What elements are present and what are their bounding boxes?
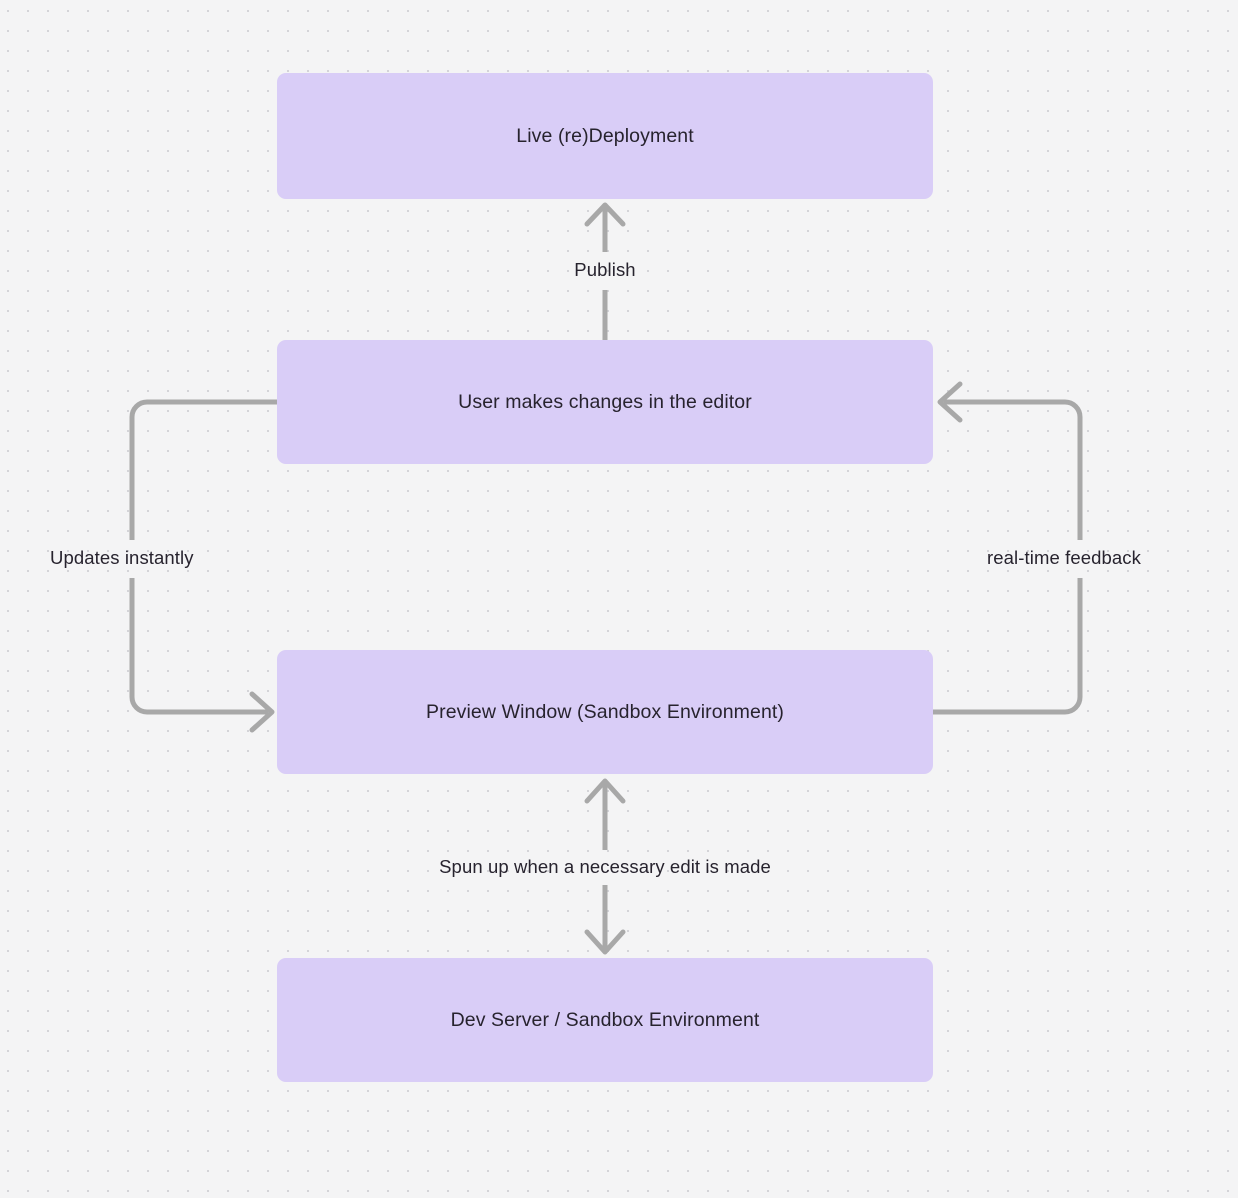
node-preview-window[interactable]: Preview Window (Sandbox Environment)	[277, 650, 933, 774]
arrowhead-left-feedback	[937, 381, 963, 423]
node-live-deployment[interactable]: Live (re)Deployment	[277, 73, 933, 199]
node-label: User makes changes in the editor	[458, 390, 752, 413]
arrowhead-down-spun	[584, 929, 626, 955]
node-label: Preview Window (Sandbox Environment)	[426, 700, 784, 723]
node-label: Dev Server / Sandbox Environment	[450, 1008, 760, 1031]
arrowhead-up-publish	[584, 202, 626, 227]
edge-label-publish: Publish	[574, 258, 636, 280]
arrowhead-right-updates	[249, 691, 275, 733]
node-label: Live (re)Deployment	[516, 124, 694, 147]
edge-label-updates-instantly: Updates instantly	[50, 546, 194, 568]
edge-label-real-time-feedback: real-time feedback	[987, 546, 1141, 568]
edge-label-spun-up: Spun up when a necessary edit is made	[439, 855, 771, 877]
arrowhead-up-spun	[584, 778, 626, 804]
node-user-edits[interactable]: User makes changes in the editor	[277, 340, 933, 464]
node-dev-server[interactable]: Dev Server / Sandbox Environment	[277, 958, 933, 1082]
